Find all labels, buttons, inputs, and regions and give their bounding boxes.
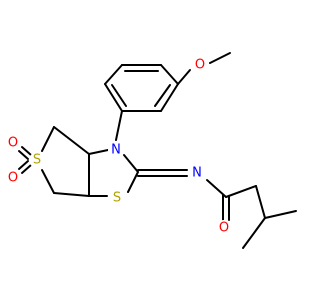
- atom-ring-nitrogen: N: [108, 142, 124, 158]
- bond-sulfone-oxygen-bottom-a: [21, 164, 32, 174]
- atom-label-o: O: [8, 171, 18, 186]
- atom-label-s: S: [113, 191, 121, 206]
- bond-ch2-lower-c6a: [53, 192, 90, 197]
- bond-sulfone-oxygen-top-b: [18, 150, 29, 160]
- bond-aryl-nitrogen: [115, 110, 123, 141]
- bond-ch2-upper-sulfone: [41, 126, 55, 152]
- bond-benzene-double-3: [154, 84, 171, 107]
- bond-benzene-6: [160, 83, 179, 112]
- molecule-structure-diagram: O N N S O O S O: [5, 52, 297, 249]
- bond-benzene-4: [104, 83, 123, 112]
- bond-c2-n: [123, 154, 139, 173]
- atom-sulfone-oxygen-bottom: O: [5, 170, 21, 186]
- bond-sulfone-oxygen-bottom-b: [18, 160, 29, 170]
- bond-oxygen-aryl: [177, 69, 191, 85]
- bond-ch-methyl-right: [264, 210, 297, 219]
- bond-methyl-oxygen: [209, 52, 231, 64]
- bond-ch-methyl-left: [242, 217, 266, 249]
- bond-ch2-ch: [255, 185, 266, 219]
- atom-methoxy-oxygen: O: [192, 57, 208, 73]
- atom-label-s: S: [33, 153, 41, 168]
- bond-n-c3a: [88, 149, 109, 155]
- atom-label-n: N: [192, 166, 202, 181]
- atom-label-o: O: [219, 221, 229, 236]
- atom-sulfone-oxygen-top: O: [5, 135, 21, 151]
- bond-benzene-1: [160, 64, 179, 85]
- bond-lines: [18, 52, 297, 249]
- atom-sulfone-sulfur: S: [29, 152, 45, 168]
- bond-c3a-ch2-upper: [53, 126, 90, 155]
- atom-label-o: O: [8, 136, 18, 151]
- bond-benzene-3: [104, 64, 123, 85]
- bond-benzene-double-2: [111, 84, 127, 107]
- bond-carbonyl-ch2: [225, 185, 257, 198]
- atom-label-n: N: [111, 143, 121, 158]
- bond-sulfone-oxygen-top-a: [21, 146, 32, 156]
- bond-s-c2: [127, 171, 139, 193]
- atom-thiazole-sulfur: S: [109, 190, 125, 206]
- bond-sulfone-ch2-lower: [41, 169, 55, 194]
- atom-label-o: O: [195, 58, 205, 73]
- atom-imine-nitrogen: N: [189, 165, 205, 181]
- atom-carbonyl-oxygen: O: [216, 220, 232, 236]
- atom-labels: O N N S O O S O: [5, 57, 232, 236]
